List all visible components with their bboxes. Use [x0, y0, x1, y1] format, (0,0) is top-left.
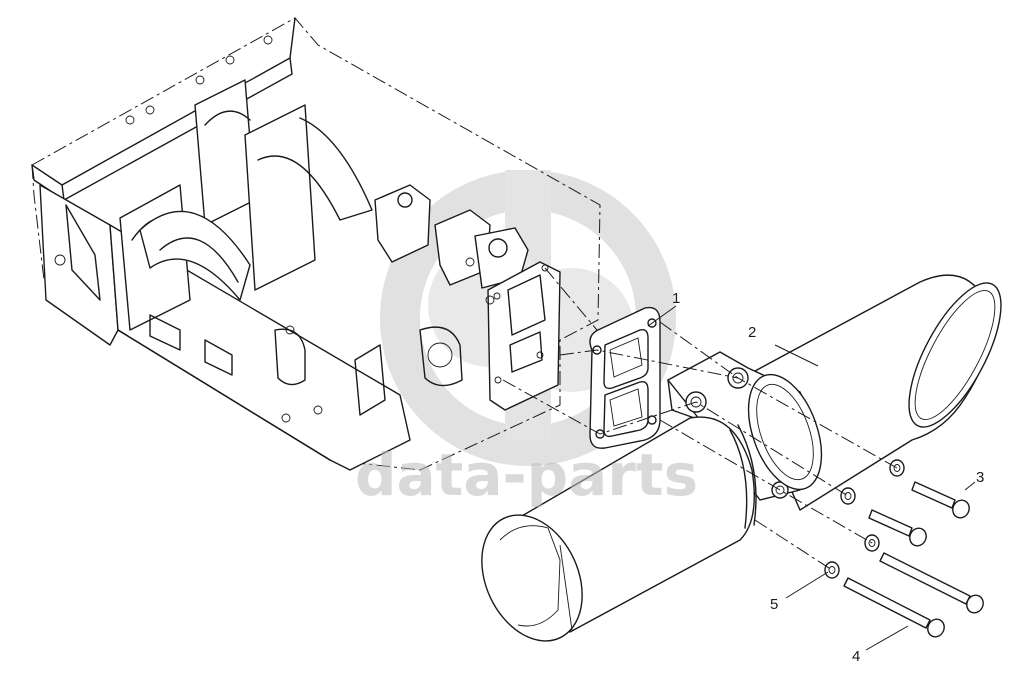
callout-label-3: 3: [976, 469, 984, 486]
oil-filter-assembly: [481, 274, 1002, 642]
gasket: [589, 306, 661, 449]
callout-label-4: 4: [852, 648, 860, 665]
callout-1: 1: [647, 290, 680, 327]
callout-2: 2: [748, 324, 819, 367]
callout-3: 3: [964, 469, 984, 491]
callout-4: 4: [852, 625, 909, 665]
callout-label-1: 1: [672, 290, 680, 307]
watermark-text: data-parts: [355, 441, 698, 509]
assembly-center-lines: [502, 267, 898, 571]
bolts: [843, 481, 984, 638]
callout-label-5: 5: [770, 596, 778, 613]
engine-block: [31, 17, 601, 471]
callout-5: 5: [770, 571, 829, 613]
callout-label-2: 2: [748, 324, 756, 341]
